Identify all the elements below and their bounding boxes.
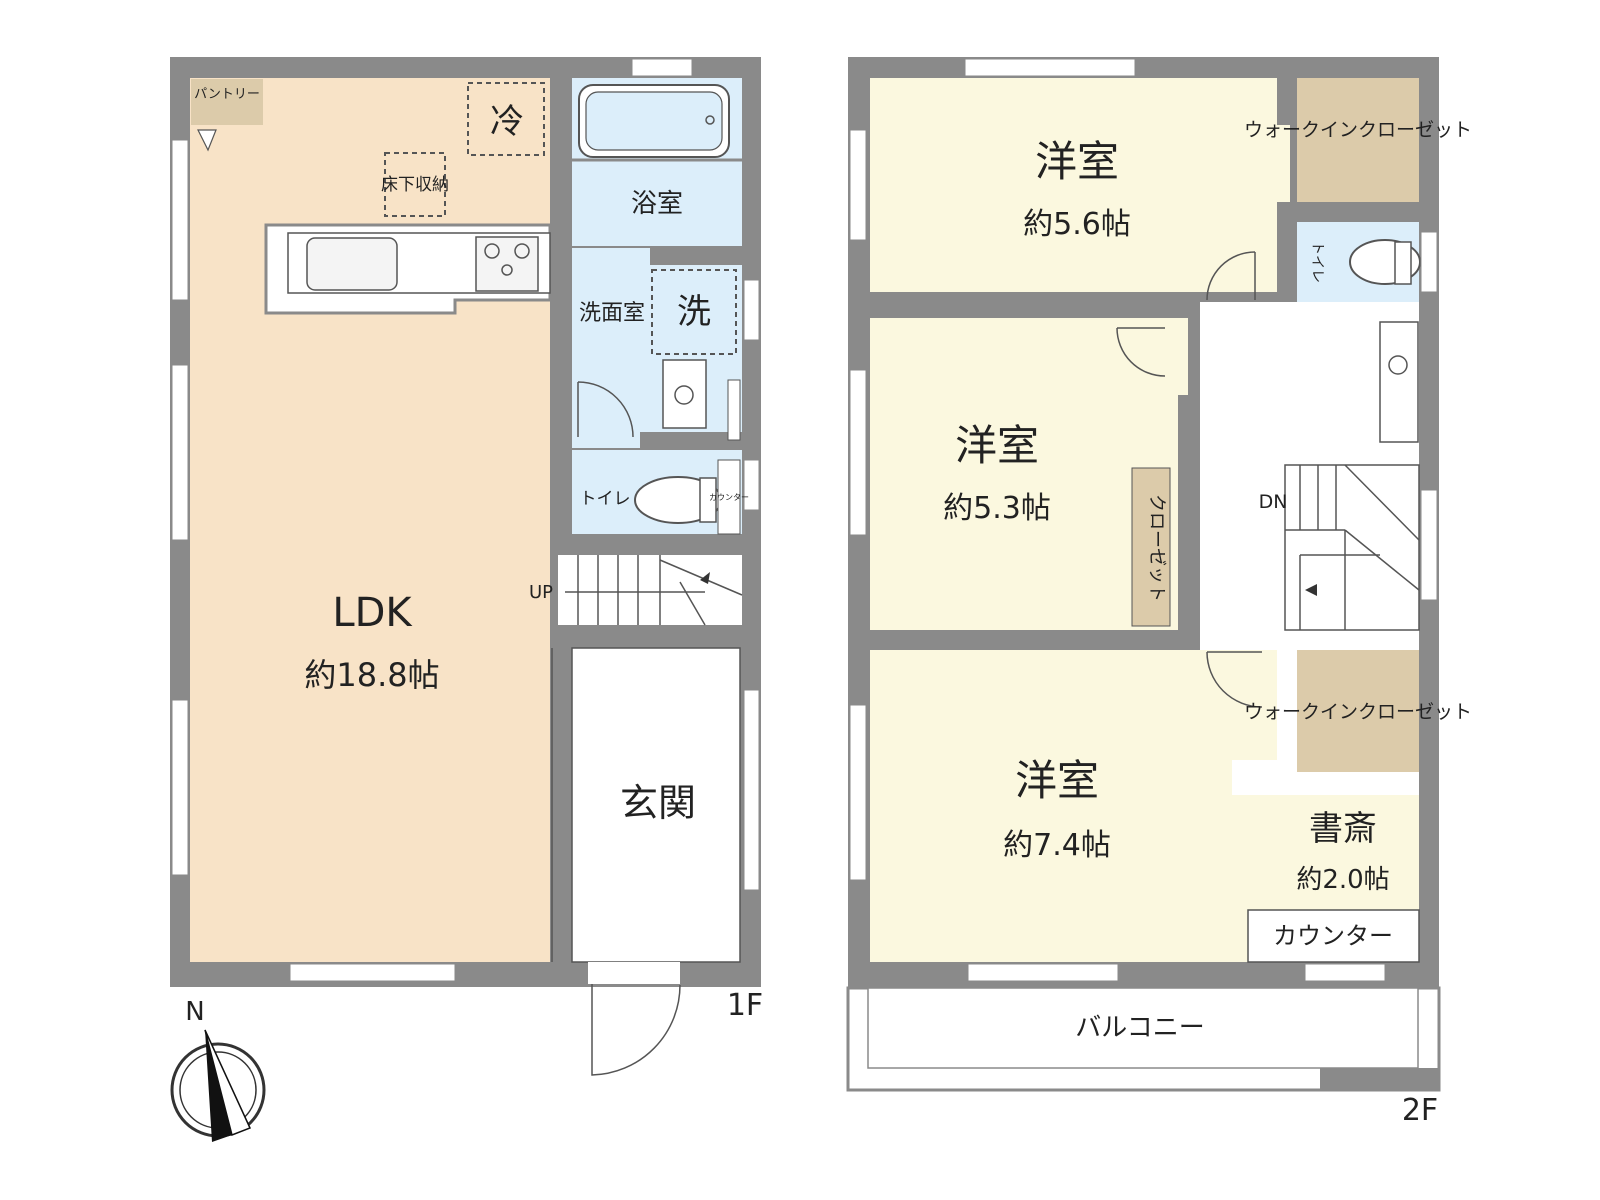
closet-label: クローゼット — [1146, 494, 1167, 602]
pantry-room — [191, 79, 263, 125]
room2-floor — [870, 318, 1188, 630]
room1-size-label: 約5.6帖 — [1023, 207, 1131, 242]
washer-space — [651, 269, 737, 355]
wic1-room — [1297, 78, 1419, 202]
fridge-label: 冷 — [490, 102, 524, 142]
room1-floor — [870, 78, 1290, 292]
fridge-space — [467, 82, 545, 156]
ldk-size-label: 約18.8帖 — [304, 656, 439, 694]
dn-label: DN — [1259, 491, 1288, 513]
room2-label: 洋室 — [955, 421, 1039, 470]
study-counter-label: カウンター — [1273, 922, 1393, 950]
toilet-2f-label: トイレ — [1309, 241, 1325, 283]
toilet-1f-label: トイレ — [580, 489, 631, 509]
balcony-label: バルコニー — [1075, 1013, 1204, 1043]
first-floor-label: 1F — [727, 988, 763, 1023]
room1-label: 洋室 — [1035, 137, 1119, 186]
compass: N — [170, 997, 266, 1142]
underfloor-storage — [384, 152, 446, 217]
up-label: UP — [529, 582, 553, 603]
pantry-label: パントリー — [194, 87, 260, 102]
entrance-hall — [571, 647, 741, 963]
toilet-counter — [717, 459, 741, 535]
study-label: 書斎 — [1309, 809, 1377, 849]
doors-2f — [1116, 251, 1263, 708]
windows-2f — [849, 58, 1438, 982]
study-size-label: 約2.0帖 — [1296, 865, 1389, 895]
wic1-label: ウォークインクローゼット — [1244, 119, 1472, 141]
wic2-label: ウォークインクローゼット — [1244, 701, 1472, 723]
room2-size-label: 約5.3帖 — [943, 491, 1051, 526]
stairs-2f — [1284, 464, 1420, 631]
stove-icon — [475, 236, 539, 292]
stairs-1f — [558, 555, 742, 625]
toilet-counter-label: カウンター — [709, 493, 749, 502]
first-floor-plan: パントリー 冷 床下収納 浴室 洗面室 洗 トイレ カウンター UP LDK 約… — [170, 57, 763, 1076]
room3-label: 洋室 — [1015, 756, 1099, 805]
wic2-room — [1297, 650, 1419, 772]
underfloor-storage-label: 床下収納 — [381, 175, 449, 195]
washbasin-icon — [662, 359, 707, 429]
room3-size-label: 約7.4帖 — [1003, 828, 1111, 863]
washer-label: 洗 — [677, 292, 711, 332]
north-label: N — [185, 997, 204, 1027]
ldk-label: LDK — [332, 590, 413, 636]
entrance-label: 玄関 — [620, 781, 696, 825]
second-floor-plan: 洋室 約5.6帖 ウォークインクローゼット トイレ 洋室 約5.3帖 クローゼッ… — [846, 57, 1472, 1128]
stairs-down-arrow-icon — [1305, 584, 1317, 596]
washroom — [572, 248, 742, 448]
hall-washbasin-icon — [1379, 321, 1419, 443]
washroom-label: 洗面室 — [579, 301, 645, 326]
second-floor-label: 2F — [1402, 1093, 1438, 1128]
windows-1f — [171, 58, 760, 982]
kitchen-sink-icon — [306, 237, 398, 291]
study-counter — [1247, 909, 1420, 963]
bath-label: 浴室 — [631, 189, 683, 219]
closet-room2 — [1131, 467, 1171, 627]
washroom-door — [577, 381, 634, 438]
stairs-up-arrow-icon — [700, 572, 710, 584]
front-door — [591, 984, 681, 1076]
